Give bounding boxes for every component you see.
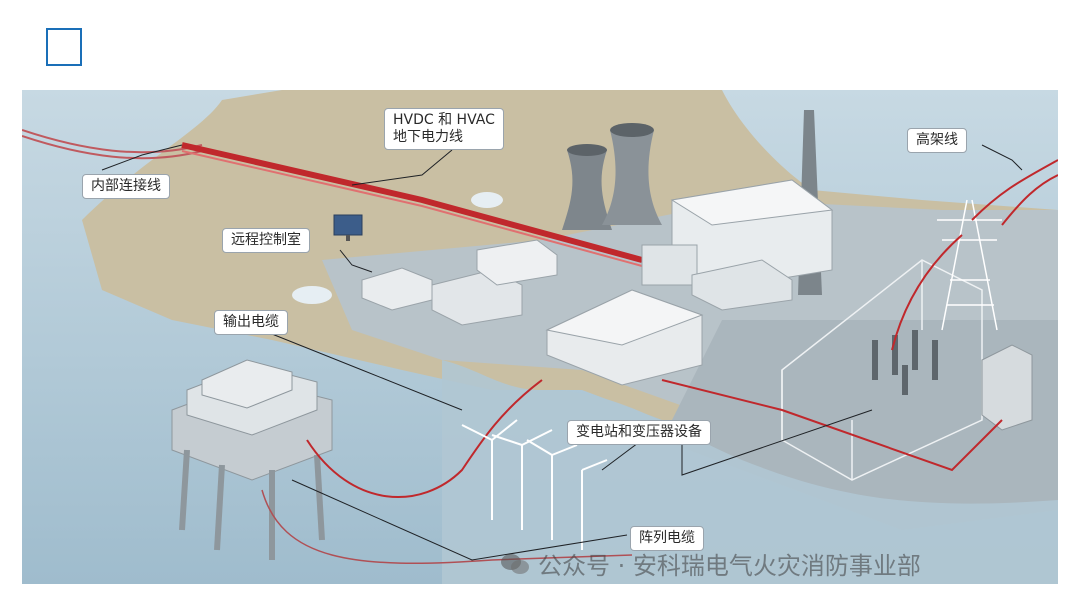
array-cable-line [261, 489, 633, 564]
watermark-text: 公众号 · 安科瑞电气火灾消防事业部 [538, 552, 921, 580]
control-buildings [361, 239, 558, 326]
wind-turbines [461, 419, 608, 550]
scene-svg [22, 90, 1058, 584]
label-substation-transformer: 变电站和变压器设备 [567, 420, 711, 445]
corner-checkbox-decoration [46, 28, 82, 66]
overhead-line-2 [1001, 174, 1058, 226]
monitor-icon [333, 214, 363, 241]
tower-to-yard-line [891, 234, 963, 351]
leader-lines [101, 144, 1023, 561]
clouds [292, 192, 503, 304]
substation-red-cable [661, 379, 1003, 472]
label-overhead-line: 高架线 [907, 128, 967, 153]
watermark: 公众号 · 安科瑞电气火灾消防事业部 [500, 546, 921, 581]
bay-water [442, 360, 1058, 584]
power-grid-illustration: 内部连接线 HVDC 和 HVAC 地下电力线 远程控制室 输出电缆 高架线 变… [22, 90, 1058, 584]
label-internal-line: 内部连接线 [82, 174, 170, 199]
cooling-towers [562, 123, 662, 230]
power-plant-building [641, 179, 834, 311]
hvdc-cable [181, 142, 643, 263]
export-cable [306, 379, 543, 498]
substation-ground [662, 320, 1058, 530]
overhead-line-1 [971, 159, 1058, 221]
substation-building [545, 289, 704, 386]
wechat-icon [501, 553, 529, 574]
transmission-tower [937, 199, 1002, 331]
internal-line-cable [22, 129, 203, 154]
hvdc-cable-highlight [181, 150, 643, 267]
label-hvdc-hvac: HVDC 和 HVAC 地下电力线 [384, 108, 504, 150]
right-cabinet [981, 344, 1033, 431]
label-remote-control-room: 远程控制室 [222, 228, 310, 253]
transformers [872, 330, 938, 395]
label-array-cable: 阵列电缆 [630, 526, 704, 551]
internal-line-cable-2 [22, 135, 203, 160]
offshore-platform [171, 359, 333, 560]
transformer-yard [781, 259, 983, 481]
label-output-cable: 输出电缆 [214, 310, 288, 335]
